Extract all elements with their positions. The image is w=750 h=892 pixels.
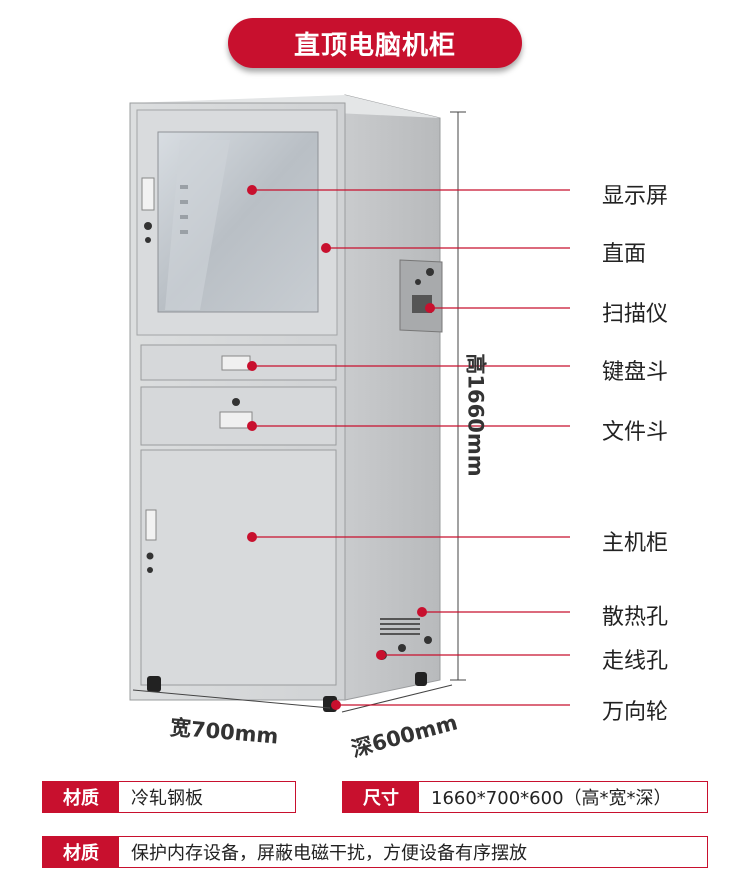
lock-icon	[144, 222, 152, 230]
height-dimension: 高1660mm	[463, 353, 488, 477]
spec-feature-key: 材质	[43, 837, 119, 867]
file-handle	[219, 411, 253, 429]
label-vent: 散热孔	[602, 605, 669, 630]
display-handle	[141, 177, 155, 211]
spec-size-key: 尺寸	[343, 782, 419, 812]
label-wheel: 万向轮	[602, 700, 669, 725]
spec-material-value: 冷轧钢板	[131, 788, 203, 809]
vent-holes-icon	[380, 618, 420, 635]
label-display: 显示屏	[602, 184, 669, 209]
spec-size-value: 1660*700*600（高*宽*深）	[431, 788, 672, 809]
label-keyboard-drawer: 键盘斗	[602, 360, 669, 385]
label-main-cabinet: 主机柜	[602, 531, 669, 556]
main-handle	[145, 509, 157, 541]
spec-material: 材质 冷轧钢板	[42, 781, 296, 813]
spec-size: 尺寸 1660*700*600（高*宽*深）	[342, 781, 708, 813]
spec-feature-value: 保护内存设备，屏蔽电磁干扰，方便设备有序摆放	[131, 843, 527, 864]
label-scanner: 扫描仪	[602, 302, 669, 327]
spec-material-key: 材质	[43, 782, 119, 812]
label-straight-face: 直面	[602, 242, 647, 267]
spec-feature: 材质 保护内存设备，屏蔽电磁干扰，方便设备有序摆放	[42, 836, 708, 868]
keyboard-handle	[221, 355, 251, 371]
glass-slots-icon	[180, 185, 188, 234]
page-title: 直顶电脑机柜	[228, 18, 522, 68]
main-door	[140, 449, 337, 686]
label-cable-hole: 走线孔	[602, 649, 669, 674]
label-file-drawer: 文件斗	[602, 420, 669, 445]
